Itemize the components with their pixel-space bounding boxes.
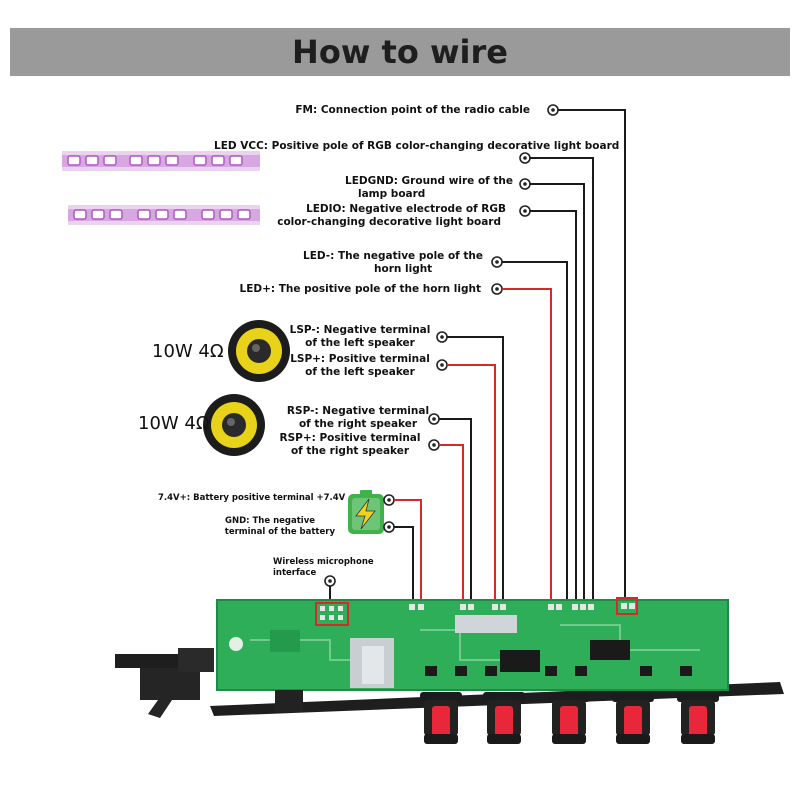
label-ledio-line2: color-changing decorative light board bbox=[277, 216, 501, 228]
knob-icon bbox=[483, 692, 525, 744]
label-fm: FM: Connection point of the radio cable bbox=[295, 104, 530, 116]
label-mic-line2: interface bbox=[273, 568, 317, 578]
label-rsp-plus-line1: RSP+: Positive terminal bbox=[279, 432, 421, 444]
page-title: How to wire bbox=[292, 33, 508, 71]
label-ledio-line1: LEDIO: Negative electrode of RGB bbox=[306, 203, 506, 215]
label-gnd-line2: terminal of the battery bbox=[224, 527, 335, 537]
label-led-minus-line1: LED-: The negative pole of the bbox=[303, 250, 483, 262]
power-jack bbox=[275, 690, 303, 712]
speaker-rating-right: 10W 4Ω bbox=[138, 413, 210, 434]
label-lsp-minus-line2: of the left speaker bbox=[305, 337, 415, 349]
speaker-icon bbox=[203, 394, 265, 456]
knob-icon bbox=[548, 692, 590, 744]
speaker-icon bbox=[228, 320, 290, 382]
label-battery-plus: 7.4V+: Battery positive terminal +7.4V bbox=[158, 493, 346, 503]
label-gnd-line1: GND: The negative bbox=[225, 516, 315, 526]
label-ledgnd-line2: lamp board bbox=[358, 188, 426, 200]
circuit-board-icon bbox=[216, 597, 729, 691]
battery-charging-icon bbox=[348, 490, 384, 534]
led-strip-icon bbox=[68, 205, 260, 225]
knob-icon bbox=[420, 692, 462, 744]
led-strip-icon bbox=[62, 151, 260, 171]
label-led-vcc: LED VCC: Positive pole of RGB color-chan… bbox=[214, 140, 620, 152]
knob-icon bbox=[677, 692, 719, 744]
label-rsp-plus-line2: of the right speaker bbox=[290, 445, 410, 457]
label-rsp-minus-line1: RSP-: Negative terminal bbox=[286, 405, 430, 417]
speaker-rating-left: 10W 4Ω bbox=[152, 341, 224, 362]
label-led-plus: LED+: The positive pole of the horn ligh… bbox=[239, 283, 482, 295]
label-ledgnd-line1: LEDGND: Ground wire of the bbox=[345, 175, 513, 187]
label-lsp-plus-line2: of the left speaker bbox=[305, 366, 415, 378]
title-banner: How to wire bbox=[10, 28, 790, 76]
knob-icon bbox=[612, 692, 654, 744]
label-lsp-plus-line1: LSP+: Positive terminal bbox=[290, 353, 430, 365]
label-lsp-minus-line1: LSP-: Negative terminal bbox=[289, 324, 431, 336]
label-rsp-minus-line2: of the right speaker bbox=[298, 418, 418, 430]
label-mic-line1: Wireless microphone bbox=[273, 557, 374, 567]
label-led-minus-line2: horn light bbox=[374, 263, 433, 275]
